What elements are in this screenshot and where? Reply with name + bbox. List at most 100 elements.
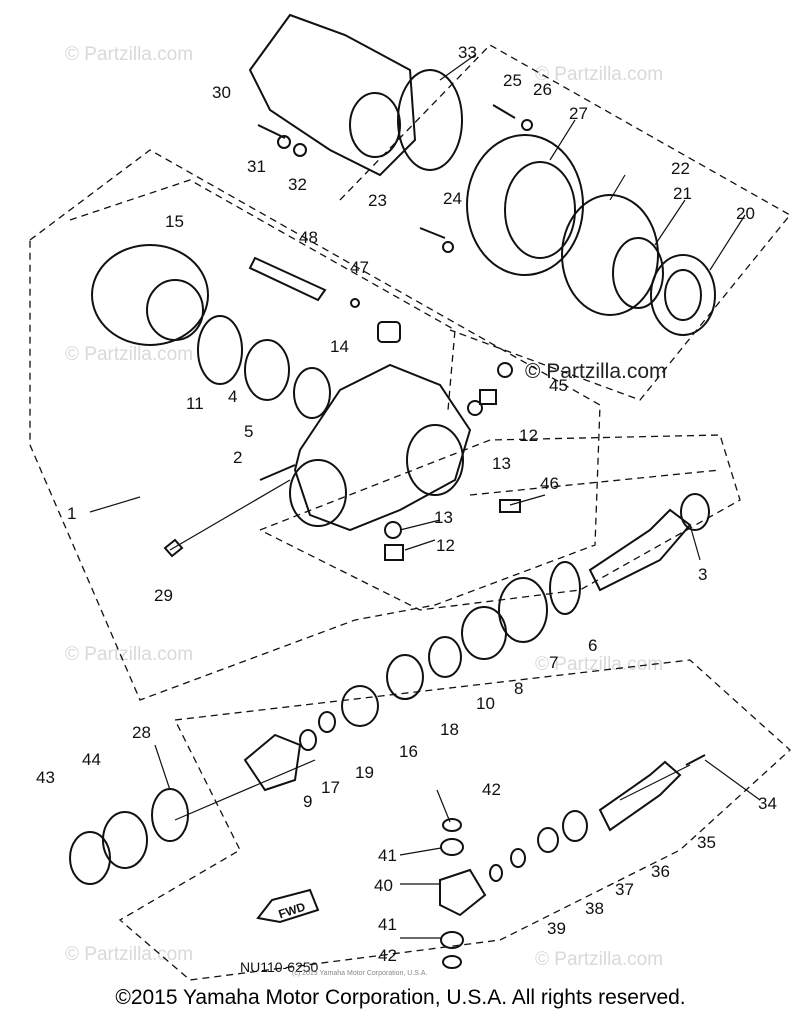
o-ring-28 <box>151 788 189 842</box>
callout-38: 38 <box>585 899 604 918</box>
main-assembly-outline <box>29 149 601 701</box>
callout-23: 23 <box>368 191 387 210</box>
callout-30: 30 <box>212 83 231 102</box>
universal-joint-40 <box>439 868 487 917</box>
bolt-25 <box>492 104 516 119</box>
gasket-13-upper <box>467 400 483 416</box>
oil-seal-5 <box>293 367 331 419</box>
ring-gear-15 <box>91 244 209 346</box>
watermark: © Partzilla.com <box>65 44 193 65</box>
pin-48 <box>248 256 327 302</box>
pinion-bearing <box>680 493 710 531</box>
bearing-housing-bore <box>504 161 576 259</box>
callout-14: 14 <box>330 337 349 356</box>
stud-bolt-2 <box>259 464 296 481</box>
callout-26: 26 <box>533 80 552 99</box>
callout-12-upper: 12 <box>519 426 538 445</box>
damper-10 <box>428 636 462 678</box>
callout-41-bottom: 41 <box>378 915 397 934</box>
upper-cover <box>248 13 417 177</box>
callout-27: 27 <box>569 104 588 123</box>
clip-17 <box>299 729 317 751</box>
spring-34 <box>685 754 706 766</box>
callout-19: 19 <box>355 763 374 782</box>
bearing-20-inner <box>664 269 702 321</box>
oil-seal-43 <box>69 831 111 885</box>
cap-14 <box>377 321 401 343</box>
seal-21 <box>612 237 664 309</box>
callout-48: 48 <box>299 228 318 247</box>
callout-44: 44 <box>82 750 101 769</box>
callout-43: 43 <box>36 768 55 787</box>
ring-gear-hub <box>146 279 204 341</box>
shim-46 <box>499 499 521 513</box>
gear-case-housing <box>293 363 472 532</box>
callout-40: 40 <box>374 876 393 895</box>
leader-lines <box>89 54 761 939</box>
clip-47 <box>350 298 360 308</box>
group-outlines <box>29 44 791 981</box>
callout-28: 28 <box>132 723 151 742</box>
upper-cover-bore <box>349 92 401 158</box>
copyright-notice: ©2015 Yamaha Motor Corporation, U.S.A. A… <box>115 986 686 1009</box>
callout-21: 21 <box>673 184 692 203</box>
circlip-42-top <box>442 818 462 832</box>
callout-33: 33 <box>458 43 477 62</box>
shim-6 <box>549 561 581 615</box>
callout-17: 17 <box>321 778 340 797</box>
callout-42-top: 42 <box>482 780 501 799</box>
callout-42-bottom: 42 <box>378 946 397 965</box>
callout-41-top: 41 <box>378 846 397 865</box>
callout-37: 37 <box>615 880 634 899</box>
callout-4: 4 <box>228 387 237 406</box>
callout-34: 34 <box>758 794 777 813</box>
callout-36: 36 <box>651 862 670 881</box>
bearing-44 <box>102 811 148 869</box>
watermark: © Partzilla.com <box>535 949 663 970</box>
washer-24 <box>442 241 454 253</box>
clip-38 <box>510 848 526 868</box>
watermark-dark: © Partzilla.com <box>525 360 667 383</box>
callout-16: 16 <box>399 742 418 761</box>
coupling-9 <box>243 733 302 792</box>
parts <box>69 13 716 969</box>
plug-12-lower <box>384 544 404 561</box>
callout-47: 47 <box>350 258 369 277</box>
callout-5: 5 <box>244 422 253 441</box>
callout-6: 6 <box>588 636 597 655</box>
callout-31: 31 <box>247 157 266 176</box>
watermark: © Partzilla.com <box>535 654 663 675</box>
callout-8: 8 <box>514 679 523 698</box>
callout-15: 15 <box>165 212 184 231</box>
cam-16 <box>341 685 379 727</box>
washer-19 <box>318 711 336 733</box>
small-copyright: (c) 2015 Yamaha Motor Corporation, U.S.A… <box>292 970 428 977</box>
callout-24: 24 <box>443 189 462 208</box>
washer-26 <box>521 119 533 131</box>
callout-13-upper: 13 <box>492 454 511 473</box>
circlip-42-bottom <box>442 955 462 969</box>
washer-31 <box>277 135 291 149</box>
gasket-13-lower <box>384 521 402 539</box>
nut-8 <box>461 606 507 660</box>
spring-18 <box>386 654 424 700</box>
callout-46: 46 <box>540 474 559 493</box>
callout-11: 11 <box>186 394 204 413</box>
bearing-cup-41-bottom <box>440 931 464 949</box>
pinion-outline <box>259 434 741 611</box>
callout-1: 1 <box>67 504 76 523</box>
breather-45 <box>497 362 513 378</box>
watermark: © Partzilla.com <box>65 644 193 665</box>
callout-20: 20 <box>736 204 755 223</box>
callout-7: 7 <box>549 653 558 672</box>
bolt-30 <box>257 124 286 139</box>
washer-39 <box>489 864 503 882</box>
watermarks: © Partzilla.com © Partzilla.com © Partzi… <box>65 44 667 970</box>
watermark: © Partzilla.com <box>65 944 193 965</box>
callout-35: 35 <box>697 833 716 852</box>
callout-39: 39 <box>547 919 566 938</box>
washer-37 <box>537 827 559 853</box>
bolt-23 <box>419 227 446 239</box>
pinion-gear-3 <box>588 508 692 592</box>
